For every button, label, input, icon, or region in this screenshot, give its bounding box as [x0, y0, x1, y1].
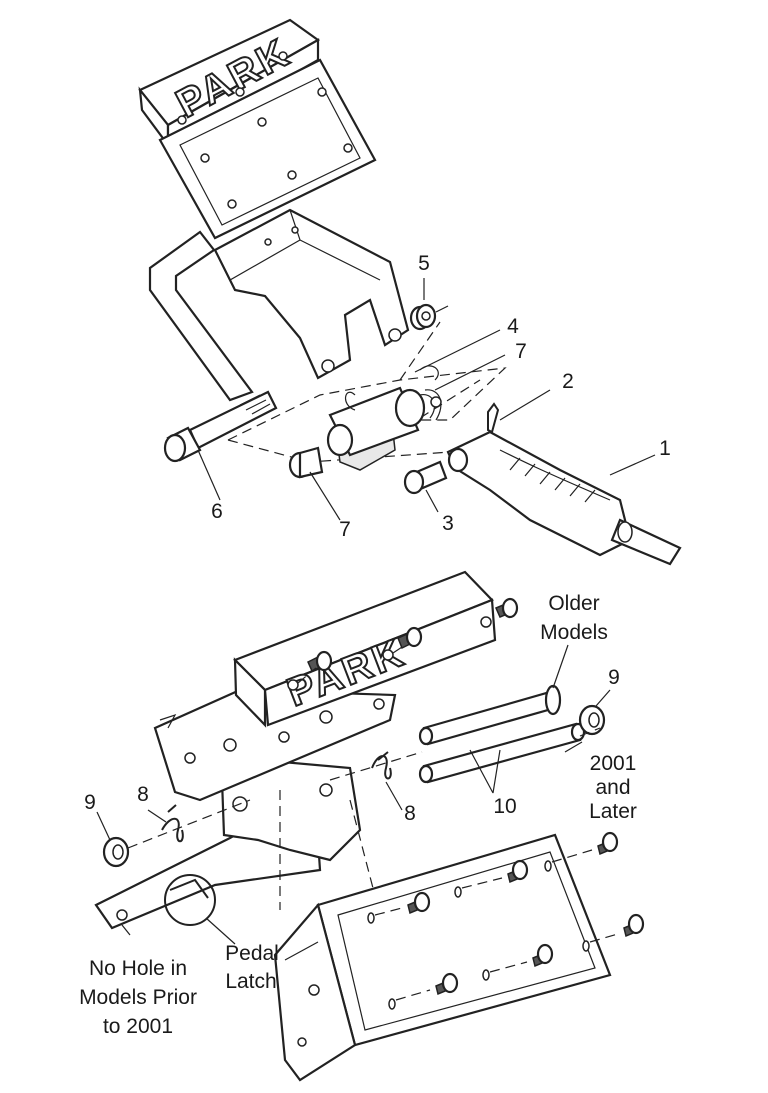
- callout-5: 5: [418, 252, 430, 275]
- top-assembly: PARK: [138, 18, 682, 566]
- brake-cable-1: [446, 430, 682, 566]
- callout-8b: 8: [404, 802, 416, 825]
- note-nohole-1: No Hole in: [89, 957, 187, 980]
- note-older-1: Older: [548, 592, 599, 615]
- cotter-pin-2: [487, 402, 500, 434]
- callout-1: 1: [659, 437, 671, 460]
- callout-2: 2: [562, 370, 574, 393]
- bottom-assembly: PARK: [94, 570, 645, 1082]
- spring-8-right: [371, 751, 392, 780]
- note-later-3: Later: [589, 800, 637, 823]
- note-nohole-2: Models Prior: [79, 986, 197, 1009]
- bolt-6: [163, 390, 278, 463]
- spring-8-left: [161, 804, 184, 843]
- note-latch-1: Pedal: [225, 942, 279, 965]
- callout-7b: 7: [339, 518, 351, 541]
- nut-5: [409, 303, 449, 331]
- pedal-latch-callout-circle: [164, 874, 216, 926]
- callout-10: 10: [493, 795, 516, 818]
- washer-9-left: [102, 836, 130, 868]
- callout-9a: 9: [84, 791, 96, 814]
- pivot-pins-10: [418, 684, 586, 784]
- note-later-2: and: [595, 776, 630, 799]
- callout-3: 3: [442, 512, 454, 535]
- callout-9b: 9: [608, 666, 620, 689]
- pedal-bracket: [213, 208, 410, 380]
- park-pedal-pad-bottom: PARK: [233, 570, 497, 728]
- note-older-2: Models: [540, 621, 608, 644]
- footrest-bolts: [407, 831, 645, 996]
- callout-6: 6: [211, 500, 223, 523]
- pedal-arm: [148, 230, 254, 402]
- park-pedal-pad-top: PARK: [138, 18, 377, 240]
- pedal-bolts: [307, 597, 519, 673]
- callout-4: 4: [507, 315, 519, 338]
- footrest-plate: [273, 833, 612, 1082]
- spring-pivot-assembly: [326, 365, 442, 457]
- washer-9-right: [578, 704, 606, 736]
- clevis-pin-3: [403, 460, 448, 495]
- callout-7a: 7: [515, 340, 527, 363]
- note-latch-2: Latch: [225, 970, 276, 993]
- note-nohole-3: to 2001: [103, 1015, 173, 1038]
- note-later-1: 2001: [590, 752, 637, 775]
- callout-8a: 8: [137, 783, 149, 806]
